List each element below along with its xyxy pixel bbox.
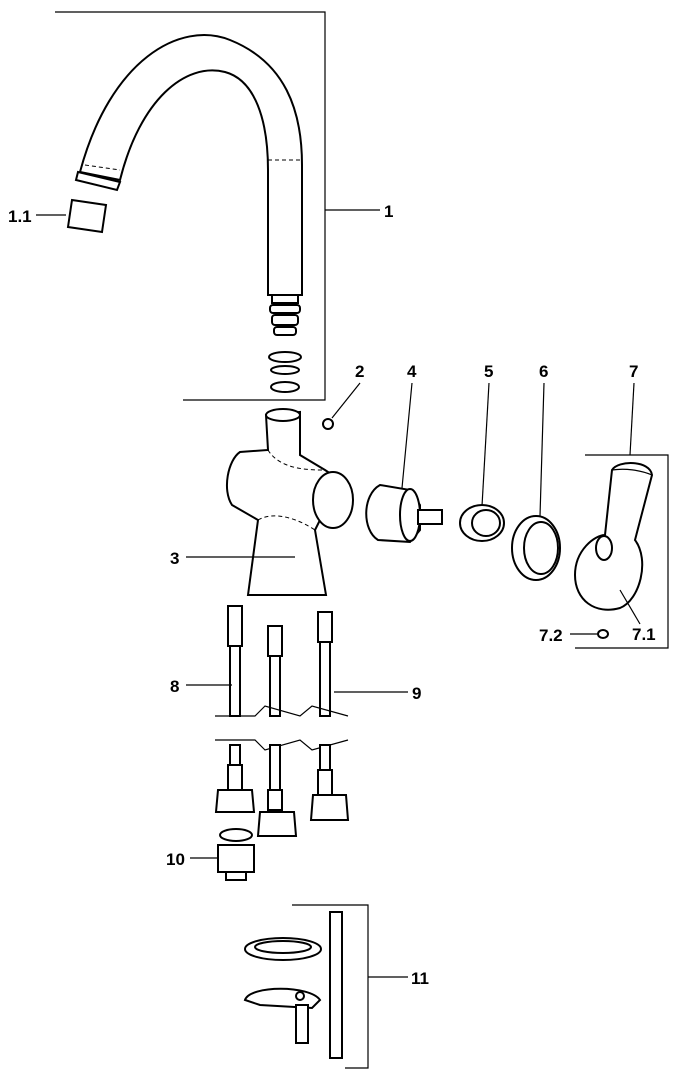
label-11: 11 (411, 969, 429, 988)
group-bracket-1 (55, 11, 326, 401)
cover-cap (511, 515, 561, 581)
spout (74, 34, 303, 393)
adapter-fitting (217, 828, 255, 881)
label-1: 1 (384, 202, 393, 221)
cartridge (365, 483, 443, 544)
grub-screw (322, 418, 334, 430)
label-10: 10 (166, 850, 185, 869)
group-bracket-11 (292, 904, 369, 1069)
label-4: 4 (407, 362, 417, 381)
leader-7 (629, 382, 635, 456)
leader-2 (331, 382, 361, 419)
label-9: 9 (412, 684, 421, 703)
mixer-body (225, 408, 354, 596)
label-8: 8 (170, 677, 179, 696)
label-6: 6 (539, 362, 548, 381)
lever-handle (573, 462, 654, 611)
handle-screw (597, 629, 609, 639)
leader-5 (481, 382, 490, 507)
fixing-set (243, 911, 343, 1059)
aerator (66, 198, 108, 234)
leader-6 (539, 382, 545, 517)
label-7-2: 7.2 (539, 626, 563, 645)
label-3: 3 (170, 549, 179, 568)
label-5: 5 (484, 362, 493, 381)
label-7: 7 (629, 362, 638, 381)
label-1-1: 1.1 (8, 207, 32, 226)
label-2: 2 (355, 362, 364, 381)
supply-hoses (214, 605, 350, 837)
leader-4 (401, 382, 413, 489)
group-bracket-7 (575, 454, 669, 649)
label-7-1: 7.1 (632, 625, 656, 644)
threaded-ring (459, 504, 505, 542)
leader-7-1 (619, 589, 641, 625)
